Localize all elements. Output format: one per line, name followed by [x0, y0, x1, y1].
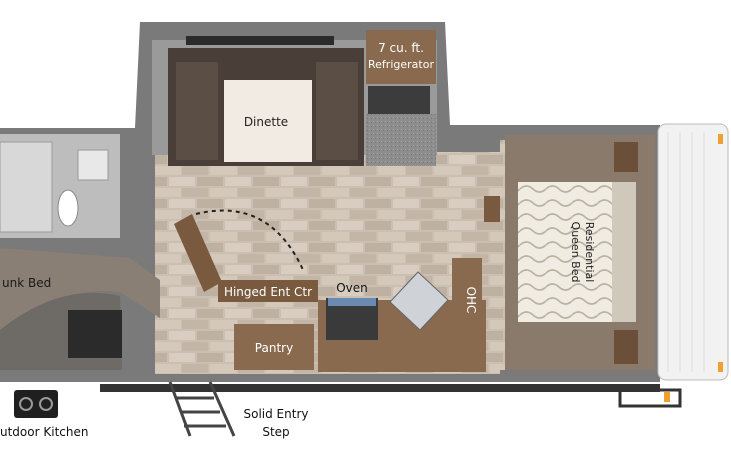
bunk-bed-label: unk Bed: [2, 276, 51, 290]
shower: [0, 141, 53, 233]
marker-light-bottom: [718, 362, 723, 372]
hinged-ent-panel: [174, 214, 222, 292]
queen-bed-label-2: Queen Bed: [569, 222, 582, 283]
oven-label: Oven: [336, 281, 368, 295]
solid-entry-label-2: Step: [262, 425, 289, 439]
refrigerator: [366, 30, 436, 84]
hinged-ent-label: Hinged Ent Ctr: [224, 285, 312, 299]
toilet: [57, 189, 79, 227]
door-swing-arc: [195, 209, 305, 273]
pantry-label: Pantry: [255, 341, 293, 355]
queen-bed-label-1: Residential: [583, 222, 596, 283]
refrigerator-label-2: Refrigerator: [368, 58, 434, 71]
hitch: [618, 388, 682, 408]
entry-step: [168, 381, 236, 437]
front-cap: [657, 123, 729, 381]
wardrobe-post: [484, 196, 500, 222]
carpet-area: [366, 114, 436, 166]
outdoor-kitchen-stove: [14, 390, 58, 418]
bunk-window: [68, 310, 122, 358]
hinged-ent-box: [218, 280, 318, 302]
outdoor-kitchen-label: utdoor Kitchen: [0, 425, 88, 439]
solid-entry-label-1: Solid Entry: [244, 407, 309, 421]
bunk-bed: [0, 248, 160, 330]
window-top: [186, 36, 334, 45]
dinette-bench-right: [316, 62, 358, 160]
oven-top: [328, 298, 376, 306]
dinette-bench-left: [176, 62, 218, 160]
marker-light-top: [718, 134, 723, 144]
refrigerator-base: [368, 86, 430, 114]
ohc-cabinet: [452, 258, 482, 342]
burner-right: [39, 397, 53, 411]
tail-light-rear: [664, 392, 670, 402]
nightstand-top: [614, 142, 638, 172]
queen-headboard: [612, 182, 636, 322]
pantry: [234, 324, 314, 370]
frame-rail: [100, 384, 660, 392]
nightstand-bottom: [614, 330, 638, 364]
dinette-table: [224, 80, 312, 162]
kitchen-sink: [389, 271, 449, 331]
ohc-label: OHC: [464, 287, 478, 314]
dinette-label: Dinette: [244, 115, 288, 129]
bath-sink: [77, 149, 109, 181]
burner-left: [19, 397, 33, 411]
front-cap-ribs: [667, 132, 705, 372]
refrigerator-label-1: 7 cu. ft.: [378, 41, 424, 55]
